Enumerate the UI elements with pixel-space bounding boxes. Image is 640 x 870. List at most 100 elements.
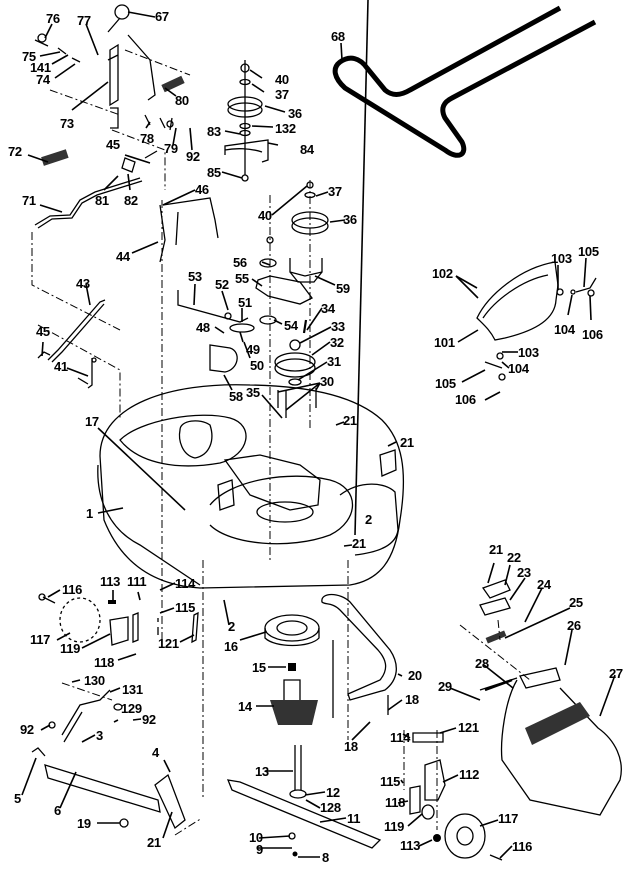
part-label-46: 46 <box>195 182 209 197</box>
part-label-31: 31 <box>327 354 341 369</box>
hanger-assembly <box>37 299 121 418</box>
part-label-5: 5 <box>14 791 21 806</box>
idler-pulley-upper <box>224 60 269 182</box>
part-label-58: 58 <box>229 389 243 404</box>
part-label-105: 105 <box>578 244 599 259</box>
part-label-13: 13 <box>255 764 269 779</box>
part-label-78: 78 <box>140 131 154 146</box>
part-label-17: 17 <box>85 414 99 429</box>
part-label-92c: 92 <box>20 722 34 737</box>
part-label-103b: 103 <box>518 345 539 360</box>
part-label-55: 55 <box>235 271 249 286</box>
part-label-113a: 113 <box>100 574 121 589</box>
part-label-101: 101 <box>434 335 455 350</box>
part-label-50: 50 <box>250 358 264 373</box>
part-label-116b: 116 <box>512 839 533 854</box>
part-label-51: 51 <box>238 295 252 310</box>
part-label-115b: 115 <box>380 774 401 789</box>
drive-belt-68 <box>332 5 597 158</box>
part-label-53: 53 <box>188 269 202 284</box>
part-label-85: 85 <box>207 165 221 180</box>
spindle-blade-assembly <box>226 614 382 857</box>
part-label-92b: 92 <box>142 712 156 727</box>
part-label-27: 27 <box>609 666 623 681</box>
part-label-21d: 21 <box>147 835 161 850</box>
part-label-4: 4 <box>152 745 159 760</box>
part-label-21b: 21 <box>400 435 414 450</box>
part-label-121b: 121 <box>458 720 479 735</box>
part-label-106: 106 <box>582 327 603 342</box>
part-label-30: 30 <box>320 374 334 389</box>
part-label-113b: 113 <box>400 838 421 853</box>
part-label-102: 102 <box>432 266 453 281</box>
part-label-21e: 21 <box>489 542 503 557</box>
part-label-12: 12 <box>326 785 340 800</box>
deflector-assembly <box>476 261 597 381</box>
part-label-119a: 119 <box>60 641 81 656</box>
part-label-72: 72 <box>8 144 22 159</box>
part-label-23: 23 <box>517 565 531 580</box>
part-label-76: 76 <box>46 11 60 26</box>
part-label-3: 3 <box>96 728 103 743</box>
part-label-24: 24 <box>537 577 551 592</box>
gauge-wheel-left <box>38 560 204 800</box>
front-link-assembly <box>31 682 203 836</box>
part-label-128: 128 <box>320 800 341 815</box>
part-label-77: 77 <box>77 13 91 28</box>
part-label-118a: 118 <box>94 655 115 670</box>
part-label-15: 15 <box>252 660 266 675</box>
lift-lever-assembly <box>31 4 191 331</box>
idler-arm-assembly <box>159 180 329 640</box>
part-label-16: 16 <box>224 639 238 654</box>
part-label-116a: 116 <box>62 582 83 597</box>
part-label-117b: 117 <box>498 811 519 826</box>
part-label-117a: 117 <box>30 632 51 647</box>
part-label-84: 84 <box>300 142 314 157</box>
part-label-32: 32 <box>330 335 344 350</box>
deck-housing <box>97 384 405 589</box>
belt-guard <box>321 560 397 740</box>
part-label-11: 11 <box>347 811 361 826</box>
part-label-20: 20 <box>408 668 422 683</box>
part-label-115a: 115 <box>175 600 196 615</box>
part-label-40: 40 <box>275 72 289 87</box>
part-label-121a: 121 <box>158 636 179 651</box>
part-label-2a: 2 <box>365 512 372 527</box>
part-label-104: 104 <box>554 322 575 337</box>
part-label-119b: 119 <box>384 819 405 834</box>
part-label-43: 43 <box>76 276 90 291</box>
part-label-106b: 106 <box>455 392 476 407</box>
part-label-22: 22 <box>507 550 521 565</box>
part-label-40b: 40 <box>258 208 272 223</box>
part-label-73: 73 <box>60 116 74 131</box>
part-label-41: 41 <box>54 359 68 374</box>
part-label-1: 1 <box>86 506 93 521</box>
part-label-10: 10 <box>249 830 263 845</box>
part-label-45b: 45 <box>36 324 50 339</box>
leader-lines <box>21 0 616 859</box>
part-label-141: 141 <box>30 60 51 75</box>
part-label-59: 59 <box>336 281 350 296</box>
part-label-112: 112 <box>459 767 480 782</box>
part-label-21a: 21 <box>343 413 357 428</box>
part-label-52: 52 <box>215 277 229 292</box>
part-label-56: 56 <box>233 255 247 270</box>
part-label-6: 6 <box>54 803 61 818</box>
part-label-81: 81 <box>95 193 109 208</box>
part-label-37: 37 <box>275 87 289 102</box>
part-label-21c: 21 <box>352 536 366 551</box>
part-label-82: 82 <box>124 193 138 208</box>
part-label-114a: 114 <box>175 576 196 591</box>
part-label-2b: 2 <box>228 619 235 634</box>
part-label-8: 8 <box>322 850 329 865</box>
gauge-wheel-right <box>403 730 503 861</box>
part-label-118b: 118 <box>385 795 406 810</box>
part-label-83: 83 <box>207 124 221 139</box>
part-label-48: 48 <box>196 320 210 335</box>
part-label-74: 74 <box>36 72 50 87</box>
part-label-103: 103 <box>551 251 572 266</box>
part-label-19: 19 <box>77 816 91 831</box>
part-label-14: 14 <box>238 699 252 714</box>
part-label-114b: 114 <box>390 730 411 745</box>
